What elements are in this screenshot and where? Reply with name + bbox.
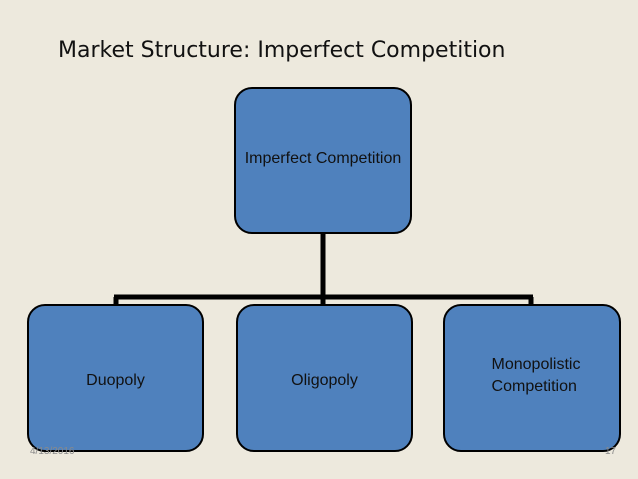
footer-page-number: 17 — [605, 446, 617, 457]
node-monopolistic-competition-label: Monopolistic Competition — [491, 356, 581, 395]
node-duopoly: Duopoly — [27, 304, 204, 452]
slide-title: Market Structure: Imperfect Competition — [58, 38, 506, 63]
node-monopolistic-competition: Monopolistic Competition — [443, 304, 621, 452]
footer-date: 4/13/2016 — [30, 446, 75, 457]
node-imperfect-competition-label: Imperfect Competition — [244, 150, 402, 167]
node-duopoly-label: Duopoly — [86, 372, 145, 389]
node-oligopoly: Oligopoly — [236, 304, 413, 452]
node-imperfect-competition: Imperfect Competition — [234, 87, 412, 234]
node-oligopoly-label: Oligopoly — [291, 372, 358, 389]
